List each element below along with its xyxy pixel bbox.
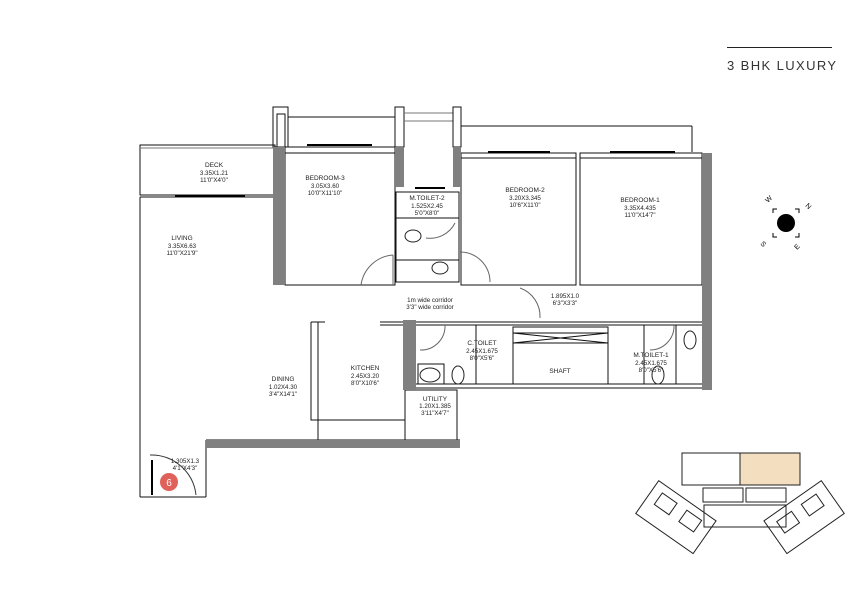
svg-text:3'3" wide corridor: 3'3" wide corridor (406, 304, 453, 311)
room-label-m-toilet-1: M.TOILET-1 (633, 352, 669, 359)
svg-text:2.45X1.675: 2.45X1.675 (466, 348, 498, 355)
svg-text:6'3"X3'3": 6'3"X3'3" (553, 300, 578, 307)
svg-text:3.35X6.63: 3.35X6.63 (168, 243, 197, 250)
corridor-label: 1m wide corridor (407, 297, 453, 304)
svg-text:3.05X3.60: 3.05X3.60 (311, 183, 340, 190)
svg-text:E: E (793, 243, 801, 251)
page-title: 3 BHK LUXURY (727, 58, 838, 73)
svg-text:N: N (804, 202, 813, 211)
svg-text:8'0"X10'6": 8'0"X10'6" (351, 380, 379, 387)
svg-text:S: S (759, 240, 767, 248)
room-label-deck: DECK (205, 162, 224, 169)
svg-text:10'0"X11'10": 10'0"X11'10" (308, 190, 343, 197)
svg-text:10'6"X11'0": 10'6"X11'0" (509, 202, 540, 209)
svg-text:8'0"X5'6": 8'0"X5'6" (639, 367, 664, 374)
svg-text:11'0"X21'9": 11'0"X21'9" (166, 250, 197, 257)
unit-badge-number: 6 (166, 478, 172, 489)
svg-text:4'1"X4'3": 4'1"X4'3" (173, 465, 198, 472)
svg-text:3.35X4.435: 3.35X4.435 (624, 205, 656, 212)
svg-text:11'0"X14'7": 11'0"X14'7" (624, 212, 655, 219)
room-label-bedroom-3: BEDROOM-3 (305, 175, 345, 182)
svg-text:1.525X2.45: 1.525X2.45 (411, 203, 443, 210)
svg-text:5'0"X8'0": 5'0"X8'0" (415, 210, 440, 217)
room-label-living: LIVING (171, 235, 192, 242)
svg-text:2.45X3.20: 2.45X3.20 (351, 373, 380, 380)
svg-text:2.45X1.675: 2.45X1.675 (635, 360, 667, 367)
passage-label: 1.895X1.0 (551, 293, 580, 300)
svg-text:3'11"X4'7": 3'11"X4'7" (421, 410, 449, 417)
svg-text:11'0"X4'0": 11'0"X4'0" (200, 177, 228, 184)
room-label-shaft: SHAFT (549, 368, 570, 375)
room-label-bedroom-2: BEDROOM-2 (505, 187, 545, 194)
room-label-c-toilet: C.TOILET (467, 340, 496, 347)
svg-text:W: W (764, 195, 774, 205)
room-label-utility: UTILITY (423, 396, 448, 403)
compass-icon: W N S E (759, 195, 813, 252)
key-plan (635, 452, 845, 555)
svg-text:8'0"X5'6": 8'0"X5'6" (470, 355, 495, 362)
svg-text:1.20X1.385: 1.20X1.385 (419, 403, 451, 410)
entry-label: 1.305X1.3 (171, 458, 200, 465)
svg-text:3.35X1.21: 3.35X1.21 (200, 170, 229, 177)
title-rule (727, 47, 832, 48)
svg-text:3.20X3.345: 3.20X3.345 (509, 195, 541, 202)
room-label-kitchen: KITCHEN (351, 365, 380, 372)
room-label-m-toilet-2: M.TOILET-2 (409, 195, 445, 202)
room-label-bedroom-1: BEDROOM-1 (620, 197, 660, 204)
svg-text:1.02X4.30: 1.02X4.30 (269, 384, 298, 391)
room-label-dining: DINING (272, 376, 295, 383)
svg-text:3'4"X14'1": 3'4"X14'1" (269, 391, 297, 398)
unit-badge (160, 473, 178, 491)
